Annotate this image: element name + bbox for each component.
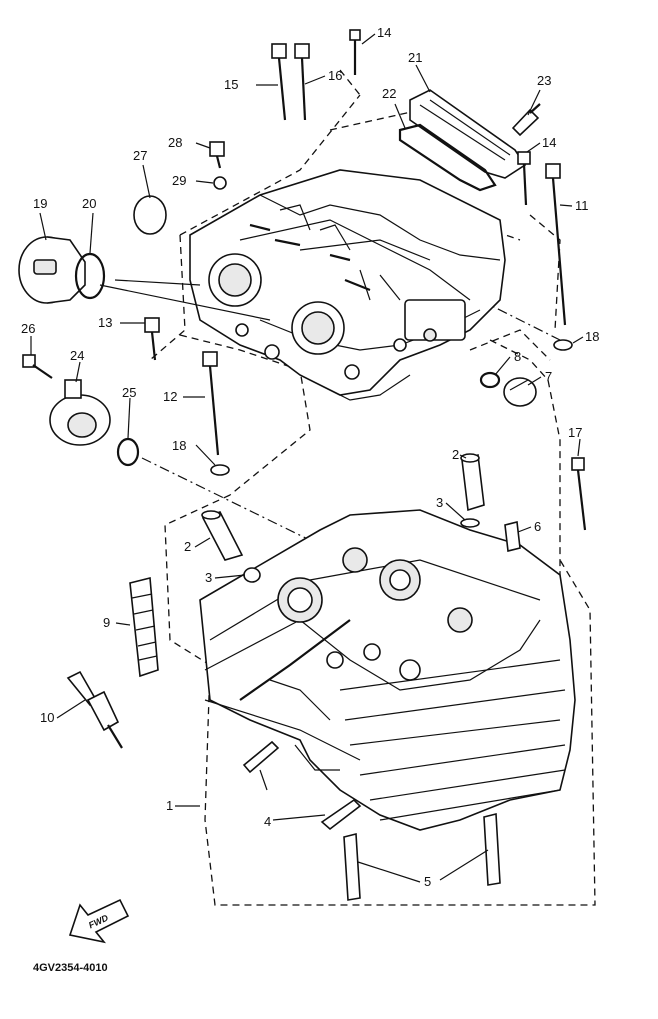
stud-5-right (483, 812, 501, 886)
callout-8: 8 (514, 349, 521, 364)
part-code-label: 4GV2354-4010 (33, 962, 108, 974)
fwd-arrow-icon: FWD (68, 898, 130, 944)
callout-18-right: 18 (585, 329, 599, 344)
long-bolt-16 (294, 43, 310, 121)
callout-4: 4 (264, 814, 271, 829)
bolt-13 (144, 317, 160, 361)
callout-24: 24 (70, 348, 84, 363)
bolt-12 (202, 351, 220, 456)
callout-15: 15 (224, 77, 238, 92)
screw-26 (22, 354, 53, 379)
callout-22: 22 (382, 86, 396, 101)
cylinder-head (199, 509, 576, 831)
callout-25: 25 (122, 385, 136, 400)
washer-18-left (210, 464, 230, 476)
callout-19: 19 (33, 196, 47, 211)
valve-guide-2-right (460, 453, 485, 512)
valve-cover (409, 89, 527, 179)
stud-4-upper (242, 740, 280, 774)
callout-9: 9 (103, 615, 110, 630)
clip-3-right (460, 518, 480, 528)
callout-23: 23 (537, 73, 551, 88)
breather-holder-24 (49, 379, 111, 446)
valve-guide-2-left (201, 510, 244, 561)
callout-6: 6 (534, 519, 541, 534)
part-9 (129, 576, 159, 678)
tappet-cover-cap (18, 236, 86, 304)
callout-3-right: 3 (436, 495, 443, 510)
valve-cover-gasket (398, 123, 497, 192)
callout-5: 5 (424, 874, 431, 889)
clip-3-left (243, 567, 261, 583)
stud-bolt-17 (571, 457, 587, 531)
tappet-cover-o-ring (74, 252, 106, 300)
callout-20: 20 (82, 196, 96, 211)
check-bolt-28 (209, 141, 225, 169)
cover-bolt-23 (511, 103, 541, 137)
o-ring-25 (116, 437, 140, 467)
callout-26: 26 (21, 321, 35, 336)
stud-bolt-14-top (349, 29, 361, 75)
o-ring-8 (479, 371, 501, 389)
callout-10: 10 (40, 710, 54, 725)
callout-16: 16 (328, 68, 342, 83)
callout-14-top: 14 (377, 25, 391, 40)
callout-11: 11 (575, 198, 589, 213)
callout-28: 28 (168, 135, 182, 150)
callout-12: 12 (163, 389, 177, 404)
callout-13: 13 (98, 315, 112, 330)
callout-2-left: 2 (184, 539, 191, 554)
callout-21: 21 (408, 50, 422, 65)
long-bolt-11 (545, 163, 567, 326)
callout-3-left: 3 (205, 570, 212, 585)
callout-labels: 1 2 2 3 3 4 5 6 7 8 9 10 11 12 13 14 14 … (21, 25, 599, 889)
plug-7 (503, 377, 537, 407)
blind-plug-27 (133, 195, 167, 235)
callout-17: 17 (568, 425, 582, 440)
upper-assembly-boundary (149, 94, 561, 620)
leader-lines (30, 33, 584, 883)
stud-5-left (343, 832, 361, 901)
callout-7: 7 (545, 369, 552, 384)
washer-29 (213, 176, 227, 190)
callout-27: 27 (133, 148, 147, 163)
lower-assembly-boundary (164, 494, 596, 906)
spark-plug-10 (66, 670, 123, 749)
callout-29: 29 (172, 173, 186, 188)
callout-14-right: 14 (542, 135, 556, 150)
stud-4-lower (320, 798, 362, 831)
stud-bolt-14-right (517, 151, 531, 206)
camshaft-holder (189, 169, 506, 401)
long-bolt-15 (271, 43, 287, 121)
callout-1: 1 (166, 798, 173, 813)
callout-18-left: 18 (172, 438, 186, 453)
washer-18-right (553, 339, 573, 351)
dowel-pin-6 (504, 521, 521, 552)
callout-2-right: 2 (452, 447, 459, 462)
